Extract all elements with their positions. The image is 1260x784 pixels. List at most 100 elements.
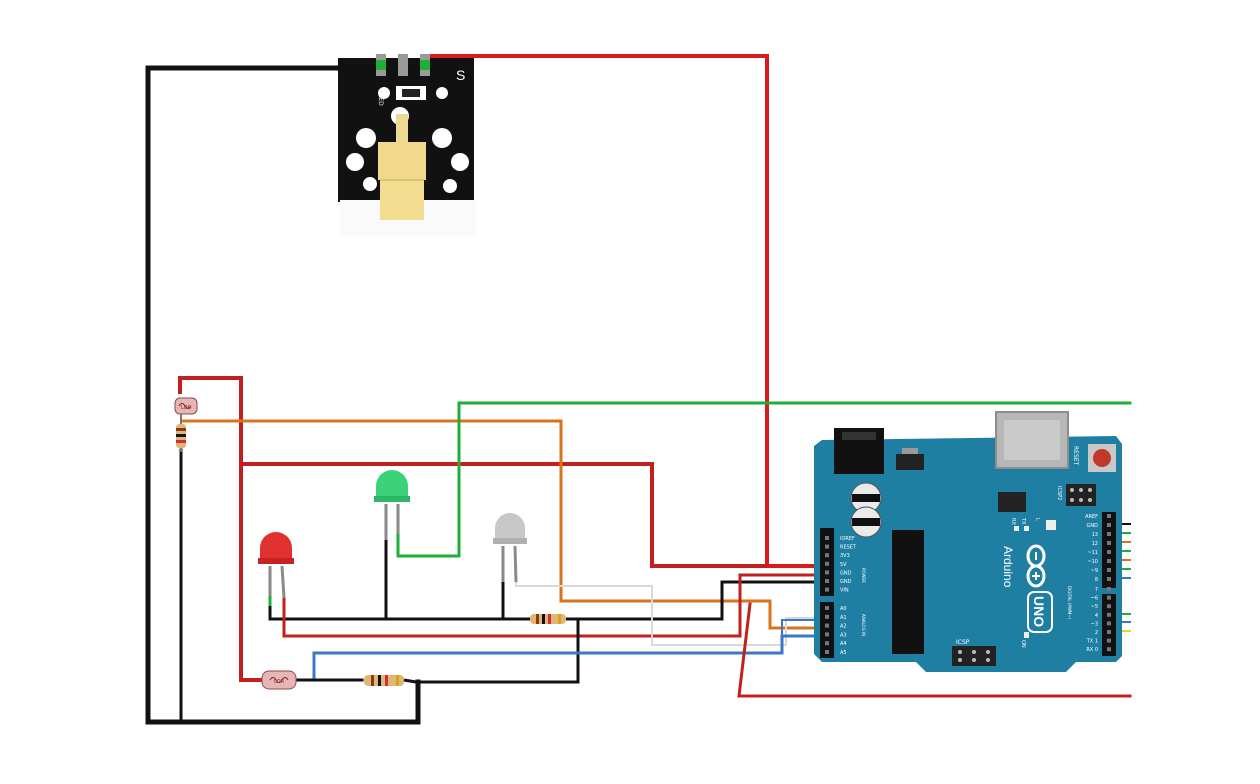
pin-label: GND — [1087, 523, 1099, 529]
wire-led-gnd — [268, 580, 832, 621]
pin-label: A1 — [840, 615, 847, 621]
pin-label: VIN — [840, 588, 849, 594]
uno-logo: UNO — [1027, 591, 1053, 633]
wire-ldr2-signal — [312, 634, 832, 682]
pin-label: RESET — [840, 545, 857, 551]
header-pin — [1107, 638, 1111, 643]
pin-label: ~5 — [1091, 604, 1098, 610]
header-pin — [1107, 630, 1111, 634]
header-pin — [825, 587, 829, 592]
icsp2-label: ICSP2 — [1056, 486, 1062, 500]
pin-label: ~10 — [1087, 559, 1098, 565]
wire-red-led — [282, 573, 832, 638]
header-pin — [1107, 612, 1111, 617]
pin-label: 12 — [1092, 541, 1098, 547]
pin-label: A2 — [840, 624, 847, 630]
wire-white-led — [515, 581, 831, 646]
header-pin — [1107, 541, 1111, 545]
pin-label: ~3 — [1091, 621, 1098, 627]
uno-label: UNO — [1031, 596, 1047, 627]
pin-label: 8 — [1095, 577, 1098, 583]
icsp-header: ICSP — [952, 639, 996, 666]
atmega-chip — [892, 530, 924, 654]
ldr2-label: LDR — [274, 679, 285, 685]
header-pin — [825, 553, 829, 558]
arduino-logo — [1026, 544, 1046, 588]
pin-label: GND — [840, 570, 852, 576]
pin-label: 13 — [1092, 532, 1098, 538]
arduino-uno-board: RESET ICSP2 ICSP TX RX L ON — [814, 411, 1122, 672]
header-pin — [825, 536, 829, 540]
pin-label: A3 — [840, 632, 847, 638]
header-pin — [825, 650, 829, 654]
header-pin — [825, 544, 829, 549]
pin-label: 2 — [1095, 630, 1098, 636]
wire-laser-gnd — [145, 65, 421, 725]
photoresistor-2: LDR — [261, 670, 297, 690]
pin-label: AREF — [1085, 514, 1098, 520]
wire-bottom-red — [737, 602, 1132, 698]
header-pin — [1107, 532, 1111, 536]
photoresistor-1: LDR — [174, 397, 198, 415]
arduino-brand: Arduino — [1001, 546, 1015, 588]
pin-label: 5V — [840, 562, 847, 568]
analog-header: ANALOG IN — [820, 602, 866, 658]
header-pin — [1107, 559, 1111, 563]
tx-label: TX — [1020, 517, 1026, 525]
header-pin — [1107, 621, 1111, 626]
white-led — [493, 513, 527, 583]
on-label: ON — [1020, 640, 1026, 648]
analog-header-title: ANALOG IN — [861, 614, 866, 636]
wire-ldr1-signal — [180, 419, 832, 630]
l-label: L — [1034, 518, 1040, 521]
digital-header-title: DIGITAL (PWM~) — [1067, 586, 1072, 620]
pin-label: A0 — [840, 606, 847, 612]
header-pin — [1107, 604, 1111, 609]
pin-label: ~11 — [1087, 550, 1098, 556]
icsp-label: ICSP — [956, 639, 970, 646]
header-pin — [1107, 577, 1111, 581]
pin-label: ~6 — [1091, 596, 1098, 602]
header-pin — [1107, 595, 1111, 600]
digital-pin-labels: AREF GND 13 12 ~11 ~10 ~9 8 7 ~6 ~5 4 ~3 2 TX 1 RX 0 — [1085, 514, 1111, 653]
header-pin — [825, 614, 829, 619]
wire-laser-vcc — [428, 54, 832, 568]
pin-label: A4 — [840, 641, 847, 647]
pin-label: 4 — [1095, 613, 1098, 619]
header-pin — [825, 632, 829, 637]
wire-5v-rail — [239, 462, 769, 568]
header-pin — [825, 570, 829, 575]
pin-label: 7 — [1095, 587, 1098, 593]
pin-label: ~9 — [1091, 568, 1098, 574]
header-pin — [1107, 647, 1111, 652]
resistor-3 — [364, 675, 417, 686]
laser-module: S LED — [338, 54, 476, 236]
laser-pin-vcc — [398, 54, 408, 76]
header-pin — [1107, 568, 1111, 572]
pin-label: GND — [840, 579, 852, 585]
wires — [145, 54, 1132, 725]
pin-label: 3V3 — [840, 553, 850, 559]
power-header-title: POWER — [861, 568, 866, 583]
header-pin — [825, 641, 829, 646]
header-pin — [1107, 587, 1111, 591]
wire-ldr1-top — [178, 376, 264, 682]
header-pin — [825, 579, 829, 583]
pin-label: RX 0 — [1086, 647, 1098, 653]
header-pin — [825, 606, 829, 610]
resistor-1 — [176, 414, 186, 452]
reset-label: RESET — [1072, 446, 1079, 466]
pin-label: TX 1 — [1086, 639, 1098, 645]
pin-label: A5 — [840, 650, 847, 656]
header-pin — [825, 623, 829, 628]
header-pin — [1107, 550, 1111, 554]
ldr1-label: LDR — [181, 405, 192, 411]
resistor-2 — [530, 614, 566, 624]
wire-green-led — [396, 401, 1132, 558]
header-pin — [1107, 523, 1111, 527]
laser-led-label: LED — [377, 94, 384, 106]
icsp2-header: ICSP2 — [1056, 484, 1096, 506]
